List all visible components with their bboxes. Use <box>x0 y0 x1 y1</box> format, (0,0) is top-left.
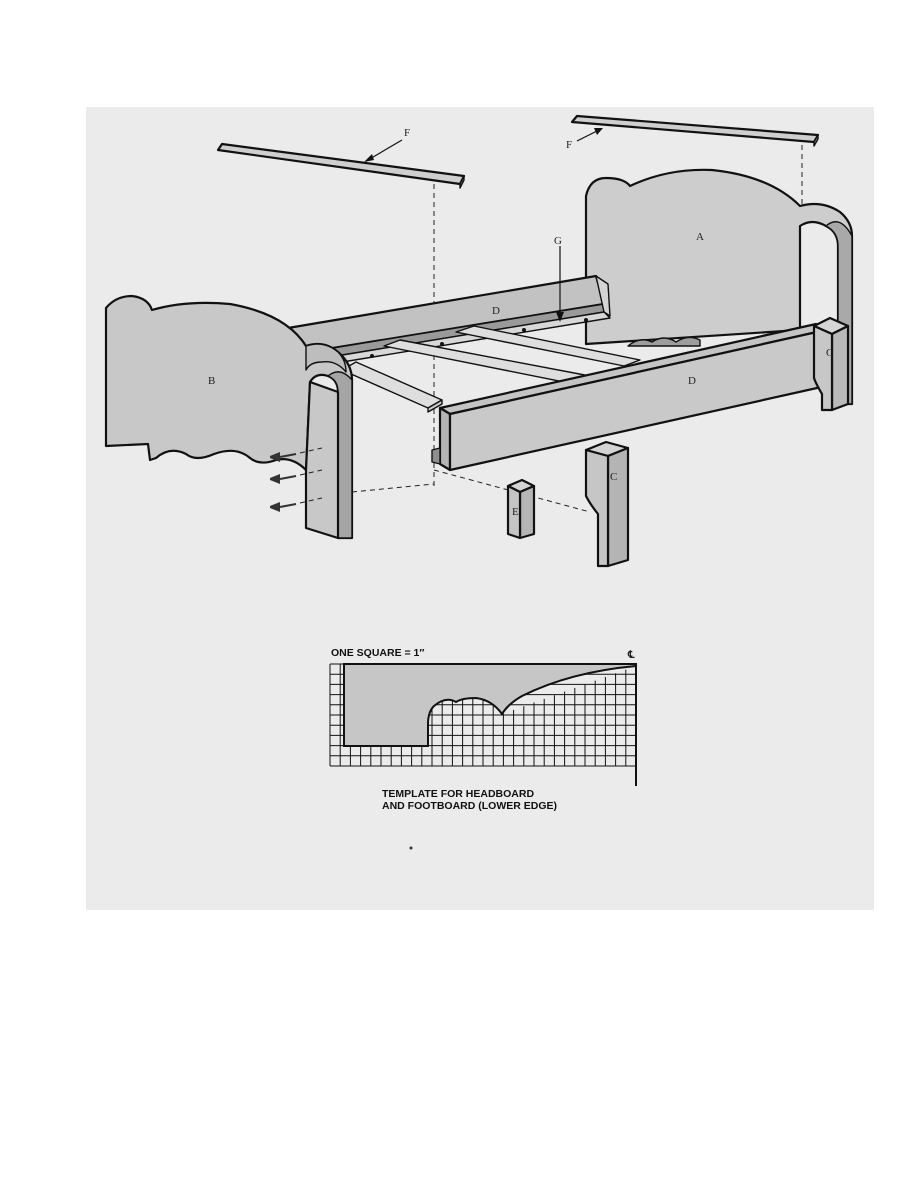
label-c-right: C <box>826 347 833 359</box>
scan-speck <box>409 846 413 850</box>
label-a: A <box>696 231 704 243</box>
template-scale-label: ONE SQUARE = 1″ <box>331 647 424 659</box>
template-profile <box>343 663 637 747</box>
label-e: E <box>512 506 519 518</box>
arrow-f-left <box>367 139 403 161</box>
label-b: B <box>208 375 215 387</box>
label-d-front: D <box>688 375 696 387</box>
arrow-head-f-right <box>594 128 603 135</box>
template-caption-line1: TEMPLATE FOR HEADBOARD <box>382 788 534 800</box>
label-f-left: F <box>404 127 410 139</box>
top-board-f-right <box>570 114 820 147</box>
slats <box>341 325 641 413</box>
post-c-loose <box>584 440 630 568</box>
template-grid <box>329 663 637 786</box>
arrow-head-f-left <box>364 154 374 162</box>
arrow-head-g <box>556 312 564 322</box>
label-c-loose: C <box>610 471 617 483</box>
arrow-f-right <box>576 129 600 142</box>
footboard-b <box>104 294 354 540</box>
block-e <box>506 478 536 540</box>
centerline-symbol: ℄ <box>627 650 635 661</box>
label-f-right: F <box>566 139 572 151</box>
label-d-back: D <box>492 305 500 317</box>
top-board-f-left <box>216 142 466 189</box>
guide-footboard-c <box>351 483 435 493</box>
post-c-right <box>812 316 850 412</box>
template-caption-line2: AND FOOTBOARD (LOWER EDGE) <box>382 800 557 812</box>
screws <box>270 447 323 512</box>
back-side-rail-d <box>286 274 611 363</box>
label-g: G <box>554 235 562 247</box>
